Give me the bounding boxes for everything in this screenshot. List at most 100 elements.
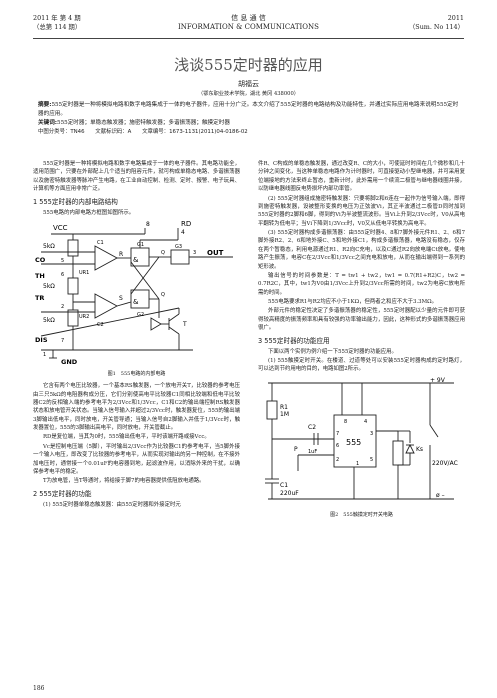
fig1-gate1-amp: & xyxy=(133,256,139,264)
journal-name-en: INFORMATION & COMMUNICATIONS xyxy=(178,23,319,32)
resistor-limit-paragraph: 555电路要求R1与R2均应不小于1KΩ，但两者之和应不大于3.3MΩ。 xyxy=(268,299,437,305)
fig1-co-label: CO xyxy=(35,256,46,264)
keywords: 关键词:555定时器；单稳态触发器；施密特触发器；多谐振荡器；触摸定时器 xyxy=(38,119,459,128)
figure-1-diagram: VCC 8 RD 4 5kΩ 5kΩ 5kΩ CO TH TR DIS 5 6 … xyxy=(35,220,233,366)
year-label: 2011 xyxy=(447,14,464,22)
section-heading-2: 2 555定时器的功能 xyxy=(33,489,92,498)
fig1-dis-label: DIS xyxy=(35,336,48,344)
schmitt-paragraph: (2) 555定时器组成施密特触发器：只要将脚2和6连在一起作为信号输入端，即得… xyxy=(258,195,465,227)
fig2-vminus-label: ø – xyxy=(436,492,445,499)
right-column: 件R、C构成的单稳态触发器，通过改变R、C的大小，可使延时时间在几个微秒和几十分… xyxy=(258,160,465,523)
astable-paragraph: (3) 555定时器构成多谐振荡器：由555定时器4、8和7脚外接元件R1、2、… xyxy=(258,230,465,270)
applications-intro-paragraph: 下面以两个实例为例介绍一下555定时器的功能应用。 xyxy=(268,348,397,355)
article-affiliation: （鄂东职业技术学院，湖北 黄冈 438000） xyxy=(198,91,299,97)
section-heading-1: 1 555定时器的内部电路结构 xyxy=(33,197,118,206)
monostable-paragraph-start: (1) 555定时器单稳态触发器：由555定时器和外接定时元 xyxy=(43,501,181,508)
header-rule xyxy=(33,38,464,39)
fig1-vcc-label: VCC xyxy=(53,224,68,232)
keywords-label: 关键词: xyxy=(38,119,58,126)
fig2-pin8: 8 xyxy=(344,419,347,425)
figure-1-caption: 图1 555电路的内部电路 xyxy=(107,371,166,378)
header-center: 信 息 通 信 INFORMATION & COMMUNICATIONS xyxy=(33,14,464,32)
fig1-pin8: 8 xyxy=(146,221,150,228)
fig2-c1-label: C1 xyxy=(280,482,288,489)
fig1-pin3: 3 xyxy=(193,250,196,256)
fig1-ur2-label: UR2 xyxy=(79,314,89,320)
issue-label: 2011 年 第 4 期 xyxy=(33,14,81,22)
fig2-pin6: 6 xyxy=(336,443,339,449)
keywords-text: 555定时器；单稳态触发器；施密特触发器；多谐振荡器；触摸定时器 xyxy=(57,119,230,126)
abstract-block: 摘要:555定时器是一种将模拟电路和数字电路集成于一体的电子器件，应用十分广泛。… xyxy=(38,101,459,136)
fig2-vplus-label: + 9V xyxy=(430,377,446,384)
reset-paragraph: RD是复位端，当其为0时，555输出低电平，平时该端开路或接Vcc。 xyxy=(43,434,210,441)
stability-paragraph: 外部元件的稳定性决定了多谐振荡器的稳定性，555定时器配以少量的元件即可获得较高… xyxy=(258,308,465,332)
fig2-c2-label: C2 xyxy=(308,424,316,431)
fig2-r1-value: 1M xyxy=(280,411,289,418)
timing-formula-paragraph: 输出信号的时间参数是：T = tw1 + tw2，tw1 = 0.7(R1+R2… xyxy=(258,272,465,296)
fig1-s-label: S xyxy=(119,295,123,302)
fig2-c1-value: 220uF xyxy=(280,490,299,497)
fig1-pin7: 7 xyxy=(61,338,64,344)
discharge-paragraph: T为放电管，当T导通时，将给接于脚7的电容器提供低阻放电通路。 xyxy=(43,478,205,485)
fig2-pin7: 7 xyxy=(336,431,339,437)
running-header: 2011 年 第 4 期 （总第 114 期） 信 息 通 信 INFORMAT… xyxy=(33,14,464,38)
fig2-ks-label: Ks xyxy=(416,446,423,453)
fig2-r1-label: R1 xyxy=(280,404,288,411)
journal-name-cn: 信 息 通 信 xyxy=(231,14,266,22)
fig1-gate2-amp: & xyxy=(133,298,139,306)
fig1-c1-label: C1 xyxy=(97,240,104,246)
classification-meta: 中图分类号：TN46 文献标识码：A 文章编号：1673-1131(2011)0… xyxy=(38,128,248,135)
abstract-text: 555定时器是一种将模拟电路和数字电路集成于一体的电子器件，应用十分广泛。本文介… xyxy=(38,102,459,117)
header-left: 2011 年 第 4 期 （总第 114 期） xyxy=(33,14,81,31)
fig1-out-label: OUT xyxy=(207,249,224,257)
fig1-tr-label: TR xyxy=(35,294,44,302)
figure-2-caption: 图2 555触摸定时开关电路 xyxy=(330,512,393,519)
total-issue-label: （总第 114 期） xyxy=(33,22,82,31)
fig1-gnd-label: GND xyxy=(61,358,78,366)
fig1-th-label: TH xyxy=(35,272,45,280)
fig1-pin1: 1 xyxy=(43,352,46,358)
fig1-rd-label: RD xyxy=(181,220,191,228)
fig1-pin4: 4 xyxy=(181,229,185,236)
fig1-t-label: T xyxy=(182,321,187,328)
fig1-r-label: R xyxy=(119,251,123,258)
fig1-pin5: 5 xyxy=(61,258,64,264)
fig1-g2-label: G2 xyxy=(137,312,144,318)
fig2-ac-label: 220V/AC xyxy=(432,460,458,467)
fig1-qbar-label: Q xyxy=(161,292,165,298)
figure-2-diagram: + 9V R1 1M C2 1uF C1 220uF P 555 8 4 7 3… xyxy=(265,377,458,500)
control-voltage-paragraph: Vc是控制电压端（5脚），平时输出2/3Vcc作为比较器C1的参考电平，当5脚外… xyxy=(33,443,240,475)
fig2-pin2: 2 xyxy=(336,457,339,463)
fig1-q-label: Q xyxy=(161,250,165,256)
fig2-pin1: 1 xyxy=(356,461,359,467)
touch-switch-paragraph: (1) 555触摸定时开关。在楼道、过道等处可以安装555定时器构成的定时路灯，… xyxy=(258,358,465,373)
fig1-r3-label: 5kΩ xyxy=(43,317,55,324)
fig2-ic-label: 555 xyxy=(346,438,361,447)
fig1-pin6: 6 xyxy=(61,272,64,278)
fig1-pin2: 2 xyxy=(61,304,64,310)
monostable-paragraph-cont: 件R、C构成的单稳态触发器，通过改变R、C的大小，可使延时时间在几个微秒和几十分… xyxy=(258,161,465,193)
left-column: 555定时器是一种将模拟电路和数字电路集成于一体的电子器件。其电路功能全，适用范… xyxy=(33,160,240,510)
header-right: 2011 （Sum. No 114） xyxy=(409,14,464,31)
comparator-paragraph: 它含有两个电压比较器，一个基本RS触发器，一个放电开关T，比较器的参考电压由三只… xyxy=(33,383,240,432)
fig2-p-label: P xyxy=(294,446,298,453)
fig1-r2-label: 5kΩ xyxy=(43,283,55,290)
abstract-label: 摘要: xyxy=(38,102,52,108)
fig1-g3-label: G3 xyxy=(175,244,182,250)
fig2-pin3: 3 xyxy=(370,431,373,437)
fig2-pin4: 4 xyxy=(364,419,367,425)
fig2-pin5: 5 xyxy=(370,457,373,463)
section-heading-3: 3 555定时器的功能应用 xyxy=(258,336,330,345)
fig1-c2-label: C2 xyxy=(97,322,104,328)
fig1-g1-label: G1 xyxy=(137,242,144,248)
intro-paragraph: 555定时器是一种将模拟电路和数字电路集成于一体的电子器件。其电路功能全，适用范… xyxy=(33,161,240,193)
fig1-r1-label: 5kΩ xyxy=(43,243,55,250)
fig1-ur1-label: UR1 xyxy=(79,270,89,276)
sum-label: （Sum. No 114） xyxy=(408,22,464,31)
article-author: 胡福云 xyxy=(238,80,259,88)
fig2-c2-value: 1uF xyxy=(308,449,317,455)
abstract: 摘要:555定时器是一种将模拟电路和数字电路集成于一体的电子器件，应用十分广泛。… xyxy=(38,101,459,119)
article-title: 浅谈555定时器的应用 xyxy=(174,56,323,74)
page-number: 186 xyxy=(33,685,45,692)
